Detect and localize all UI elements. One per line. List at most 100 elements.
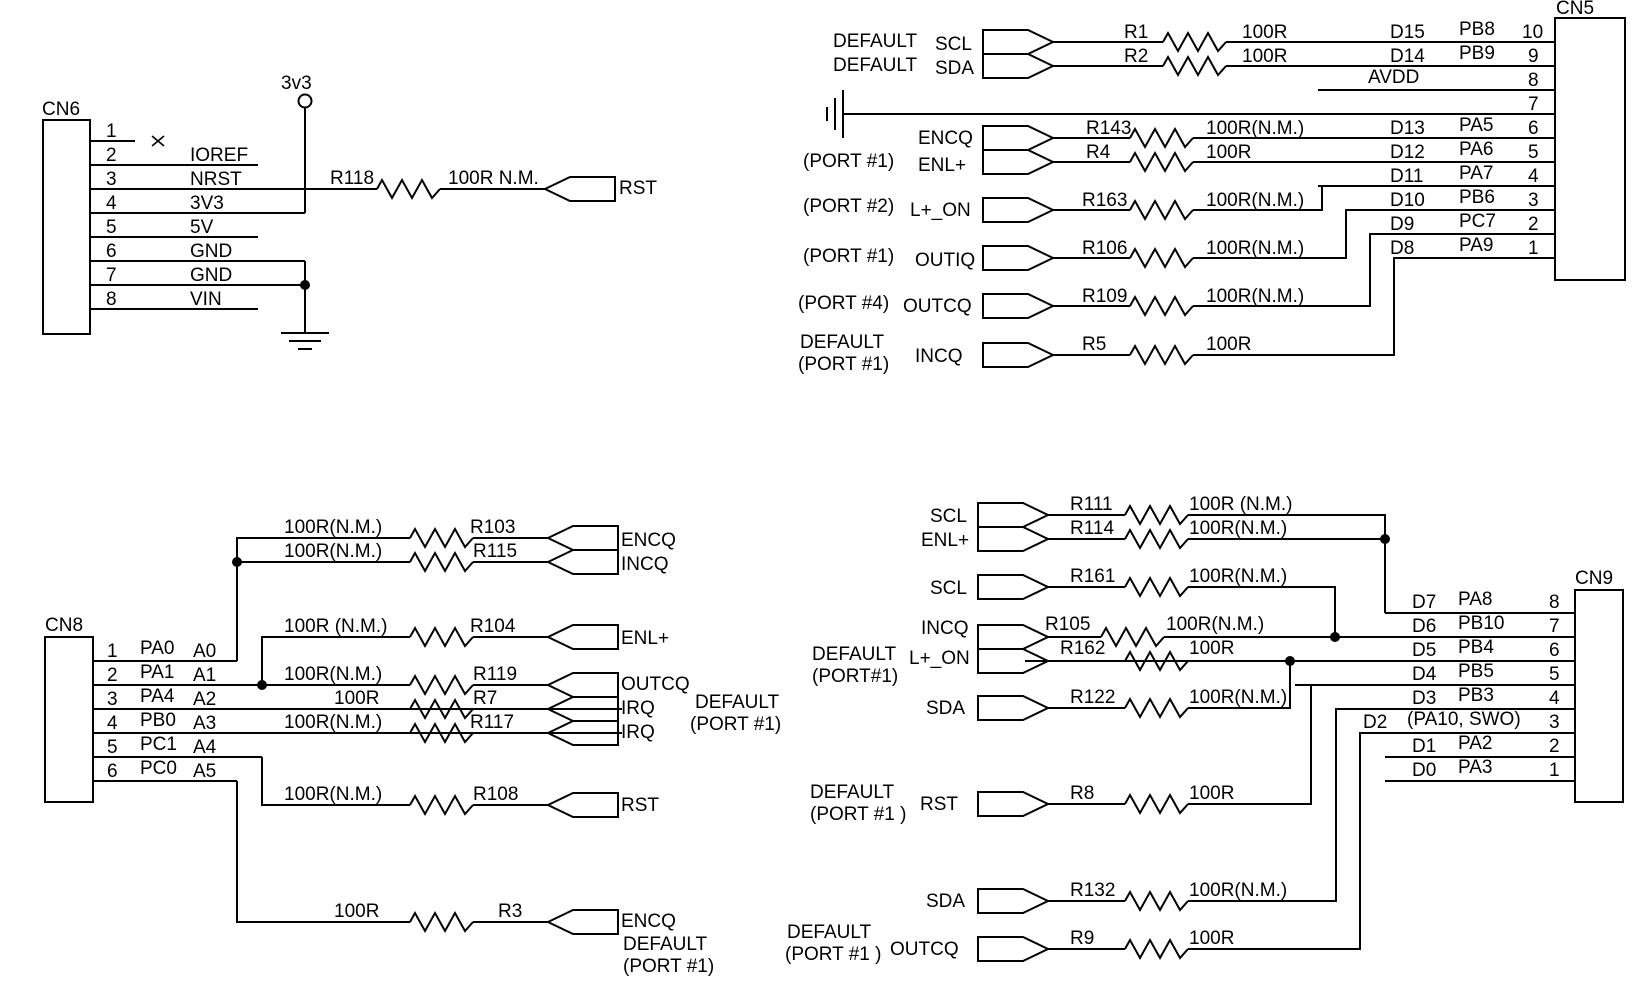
net-flag-icon xyxy=(982,245,1056,271)
cn8-pin-port: PC0 xyxy=(140,758,177,779)
cn9-row-ref: R161 xyxy=(1070,566,1115,587)
cn5-row-value: 100R xyxy=(1206,142,1251,163)
cn8-pin-a: A3 xyxy=(193,713,216,734)
cn6-pin-label: NRST xyxy=(190,169,242,190)
cn9-row-ref: R9 xyxy=(1070,928,1094,949)
cn5-pin-port: PA5 xyxy=(1459,115,1494,136)
net-flag-icon xyxy=(982,293,1056,319)
junction-dot xyxy=(1330,632,1340,642)
cn8-note-port: (PORT #1) xyxy=(690,714,781,735)
cn8-row-value: 100R(N.M.) xyxy=(284,712,382,733)
cn5-pin-num: 6 xyxy=(1528,118,1539,139)
net-flag-icon xyxy=(977,888,1051,914)
net-flag-icon xyxy=(977,502,1051,528)
cn5-row-note: (PORT #1) xyxy=(803,151,894,172)
cn6-pin-label: IOREF xyxy=(190,145,248,166)
cn8-note-port: (PORT #1) xyxy=(623,956,714,977)
cn5-pin-num: 3 xyxy=(1528,190,1539,211)
resistor-r2-icon xyxy=(1162,54,1227,78)
cn6-pin-num: 8 xyxy=(106,289,117,310)
cn8-note-default: DEFAULT xyxy=(695,692,780,713)
junction-dot xyxy=(1380,534,1390,544)
cn5-row-note: DEFAULT xyxy=(833,31,918,52)
cn9-row-value: 100R xyxy=(1189,928,1234,949)
resistor-r1-icon xyxy=(1162,30,1227,54)
cn9-pin-d: D3 xyxy=(1412,688,1436,709)
junction-dot xyxy=(232,557,242,567)
cn8-pin-a: A0 xyxy=(193,641,216,662)
cn6-pin-label: VIN xyxy=(190,289,222,310)
cn9-pin-num: 8 xyxy=(1549,592,1560,613)
cn9-note-default: DEFAULT xyxy=(810,782,895,803)
cn6-pin-label: 5V xyxy=(190,217,214,238)
cn5-row-note: DEFAULT xyxy=(800,332,885,353)
resistor-r7-icon xyxy=(409,697,474,721)
cn9-pin-num: 5 xyxy=(1549,664,1560,685)
net-flag-icon xyxy=(545,909,619,935)
cn5-row-note: DEFAULT xyxy=(833,55,918,76)
net-flag-icon xyxy=(977,526,1051,552)
cn5-row-net: L+_ON xyxy=(910,200,971,221)
cn9-pin-port: PB10 xyxy=(1458,613,1504,634)
cn8-pin-port: PA4 xyxy=(140,686,175,707)
cn8-section: CN8 1 2 3 4 5 6 PA0 PA1 PA4 PB0 PC1 PC0 … xyxy=(44,517,781,977)
cn9-row-value: 100R(N.M.) xyxy=(1189,880,1287,901)
cn8-row-value: 100R (N.M.) xyxy=(284,616,387,637)
cn6-pin-label: GND xyxy=(190,241,232,262)
cn9-row-value: 100R xyxy=(1189,638,1234,659)
cn8-pin-num: 3 xyxy=(107,689,118,710)
cn5-row-net: INCQ xyxy=(915,346,963,367)
cn6-pin-num: 7 xyxy=(106,265,117,286)
cn8-row-net: OUTCQ xyxy=(621,674,690,695)
cn5-pin-num: 5 xyxy=(1528,142,1539,163)
cn9-pin-port: PB3 xyxy=(1458,685,1494,706)
cn5-pin-port: PA9 xyxy=(1459,235,1494,256)
cn5-row-ref: R2 xyxy=(1124,46,1148,67)
resistor-r119-icon xyxy=(409,673,474,697)
cn6-label: CN6 xyxy=(42,99,80,120)
junction-dot xyxy=(300,280,310,290)
cn5-pin-d: D11 xyxy=(1390,166,1423,187)
cn9-pin-d: D7 xyxy=(1412,592,1436,613)
cn5-pin-num: 2 xyxy=(1528,214,1539,235)
net-flag-icon xyxy=(982,125,1056,151)
cn8-pin-num: 5 xyxy=(107,737,118,758)
cn9-pin-d: D1 xyxy=(1412,736,1436,757)
cn8-row-ref: R103 xyxy=(470,517,515,538)
cn8-pin-num: 1 xyxy=(107,641,118,662)
cn9-section: CN9 8 7 6 5 4 3 2 1 D7 D6 D5 D4 D3 D2 D1… xyxy=(785,494,1624,965)
net-flag-icon xyxy=(982,197,1056,223)
resistor-r9-icon xyxy=(1124,937,1189,961)
cn5-row-net: OUTCQ xyxy=(903,296,972,317)
cn9-row-value: 100R(N.M.) xyxy=(1166,614,1264,635)
cn8-pin-num: 2 xyxy=(107,665,118,686)
cn9-row-ref: R111 xyxy=(1070,494,1113,515)
cn8-row-net: IRQ xyxy=(621,698,655,719)
cn8-row-net: ENCQ xyxy=(621,530,676,551)
net-flag-icon xyxy=(545,549,619,575)
cn5-connector-body xyxy=(1554,17,1626,281)
cn8-row-value: 100R xyxy=(334,688,379,709)
cn9-row-ref: R162 xyxy=(1060,638,1105,659)
resistor-r143-icon xyxy=(1129,126,1194,150)
resistor-r115-icon xyxy=(409,550,474,574)
cn8-row-net: ENCQ xyxy=(621,911,676,932)
cn8-row-net: INCQ xyxy=(621,554,669,575)
cn9-row-net: SDA xyxy=(926,698,965,719)
cn5-row-value: 100R(N.M.) xyxy=(1206,238,1304,259)
net-flag-icon xyxy=(977,574,1051,600)
cn5-pin-port: PA6 xyxy=(1459,139,1494,160)
cn9-pin-num: 1 xyxy=(1549,760,1560,781)
cn8-row-ref: R104 xyxy=(470,616,516,637)
cn5-row-ref: R5 xyxy=(1082,334,1106,355)
cn8-row-ref: R3 xyxy=(498,901,522,922)
cn6-pin-label: 3V3 xyxy=(190,193,224,214)
resistor-r109-icon xyxy=(1129,294,1194,318)
cn8-row-ref: R119 xyxy=(473,664,517,685)
cn9-pin-d: D2 xyxy=(1363,712,1387,733)
resistor-r8-icon xyxy=(1124,792,1189,816)
cn8-row-ref: R7 xyxy=(473,688,497,709)
cn9-note-default: DEFAULT xyxy=(787,922,872,943)
cn8-row-ref: R108 xyxy=(473,784,518,805)
